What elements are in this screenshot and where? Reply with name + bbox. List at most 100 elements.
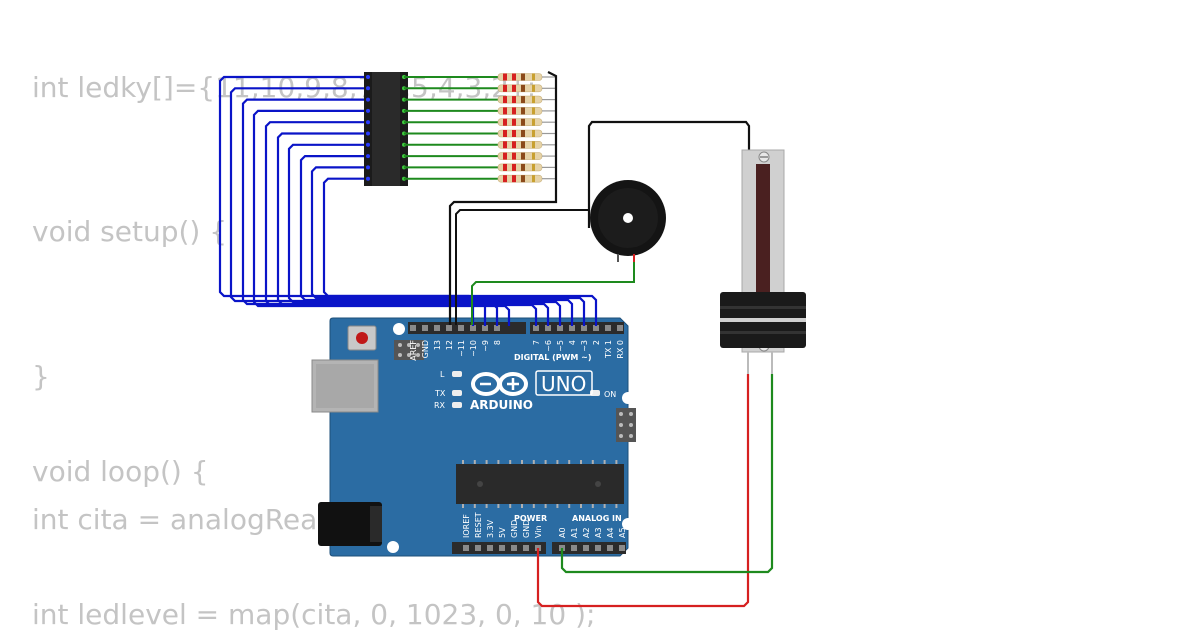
signal-wire[interactable] [299, 155, 574, 326]
brand-label: ARDUINO [470, 398, 533, 412]
resistor-array[interactable] [497, 73, 556, 183]
resistor[interactable] [497, 152, 556, 160]
power-header-label: POWER [514, 514, 547, 523]
ledbar-pin [366, 165, 370, 170]
slider-knob[interactable] [720, 292, 806, 348]
digital-pin-label: ~6 [544, 340, 553, 352]
digital-pin-label: ~9 [481, 340, 490, 352]
digital-pin[interactable] [434, 325, 440, 331]
digital-pin-label: ~11 [457, 340, 466, 357]
svg-text:RX: RX [434, 401, 446, 410]
ledbar-pin [366, 176, 370, 181]
resistor[interactable] [497, 118, 556, 126]
digital-pin[interactable] [617, 325, 623, 331]
bottom-pin[interactable] [463, 545, 469, 551]
digital-pin-label: ~5 [556, 340, 565, 352]
usb-connector[interactable] [311, 359, 379, 413]
svg-text:TX: TX [434, 389, 446, 398]
code-line-4: void loop() { [32, 455, 209, 488]
digital-pin[interactable] [605, 325, 611, 331]
bottom-pin-label: IOREF [462, 514, 471, 538]
ledbar-pin [366, 131, 370, 136]
digital-pin[interactable] [446, 325, 452, 331]
pot-power-wire[interactable] [536, 374, 750, 608]
buzzer-signal-wire[interactable] [471, 262, 635, 325]
mount-hole [622, 392, 634, 404]
bottom-pin-label: A2 [582, 527, 591, 538]
digital-pin[interactable] [410, 325, 416, 331]
pot-signal-wire[interactable] [560, 374, 774, 574]
resistor[interactable] [497, 107, 556, 115]
bottom-pin-label: A1 [570, 527, 579, 538]
piezo-buzzer[interactable] [590, 180, 666, 262]
digital-pin[interactable] [482, 325, 488, 331]
bottom-pin[interactable] [487, 545, 493, 551]
digital-pin-label: 7 [532, 340, 541, 345]
resistor[interactable] [497, 141, 556, 149]
resistor[interactable] [497, 73, 556, 81]
signal-wire[interactable] [322, 177, 598, 326]
signal-wire[interactable] [252, 109, 511, 326]
digital-pin[interactable] [458, 325, 464, 331]
ground-wires[interactable] [448, 71, 751, 325]
bottom-pin-label: A5 [618, 527, 627, 538]
digital-header-label: DIGITAL (PWM ~) [514, 353, 592, 362]
bottom-pin[interactable] [523, 545, 529, 551]
bottom-pin[interactable] [607, 545, 613, 551]
ledbar-pin [366, 86, 370, 91]
led-wires[interactable] [404, 76, 500, 180]
slide-potentiometer[interactable] [720, 149, 806, 376]
digital-pin[interactable] [557, 325, 563, 331]
digital-pin-label: RX 0 [616, 340, 625, 359]
code-line-2: void setup() { [32, 215, 228, 248]
code-line-6: int ledlevel = map(cita, 0, 1023, 0, 10 … [32, 598, 596, 631]
mount-hole [622, 518, 634, 530]
digital-pin[interactable] [569, 325, 575, 331]
digital-pin[interactable] [494, 325, 500, 331]
signal-wire[interactable] [287, 143, 562, 326]
resistor[interactable] [497, 163, 556, 172]
bottom-pin[interactable] [583, 545, 589, 551]
bottom-pin[interactable] [499, 545, 505, 551]
bottom-pin[interactable] [595, 545, 601, 551]
digital-pin[interactable] [593, 325, 599, 331]
digital-pin[interactable] [422, 325, 428, 331]
resistor[interactable] [497, 95, 556, 104]
board-led-l: L [440, 370, 462, 379]
bottom-pin-label: Vin [534, 525, 543, 538]
bottom-pin[interactable] [511, 545, 517, 551]
bottom-pin[interactable] [475, 545, 481, 551]
digital-pin-label: GND [421, 340, 430, 358]
ledbar-pin [366, 142, 370, 147]
reset-button[interactable] [347, 325, 377, 351]
led-bar-graph[interactable] [364, 72, 408, 186]
bottom-pin[interactable] [619, 545, 625, 551]
power-jack[interactable] [318, 502, 382, 546]
model-label-box: UNO [535, 370, 593, 396]
digital-pin-label: 2 [592, 340, 601, 345]
resistor[interactable] [497, 84, 556, 93]
digital-pin[interactable] [470, 325, 476, 331]
signal-wire[interactable] [218, 75, 475, 326]
resistor[interactable] [497, 129, 556, 138]
digital-pin-label: ~3 [580, 340, 589, 352]
buzzer-ground-wire[interactable] [455, 209, 590, 325]
ledbar-pin [366, 75, 370, 79]
icsp-header [394, 340, 424, 360]
digital-pin[interactable] [581, 325, 587, 331]
signal-wire[interactable] [310, 166, 586, 326]
ledbar-pin [366, 120, 370, 125]
signal-wires[interactable] [218, 75, 598, 327]
digital-pin-label: 13 [433, 340, 442, 350]
digital-pin-label: 8 [493, 340, 502, 345]
signal-wire[interactable] [264, 121, 538, 326]
bottom-pin[interactable] [571, 545, 577, 551]
signal-wire[interactable] [241, 98, 499, 326]
resistor[interactable] [497, 174, 556, 183]
bottom-pin-label: A3 [594, 527, 603, 538]
digital-pin[interactable] [545, 325, 551, 331]
digital-pin[interactable] [533, 325, 539, 331]
signal-wire[interactable] [276, 132, 550, 327]
